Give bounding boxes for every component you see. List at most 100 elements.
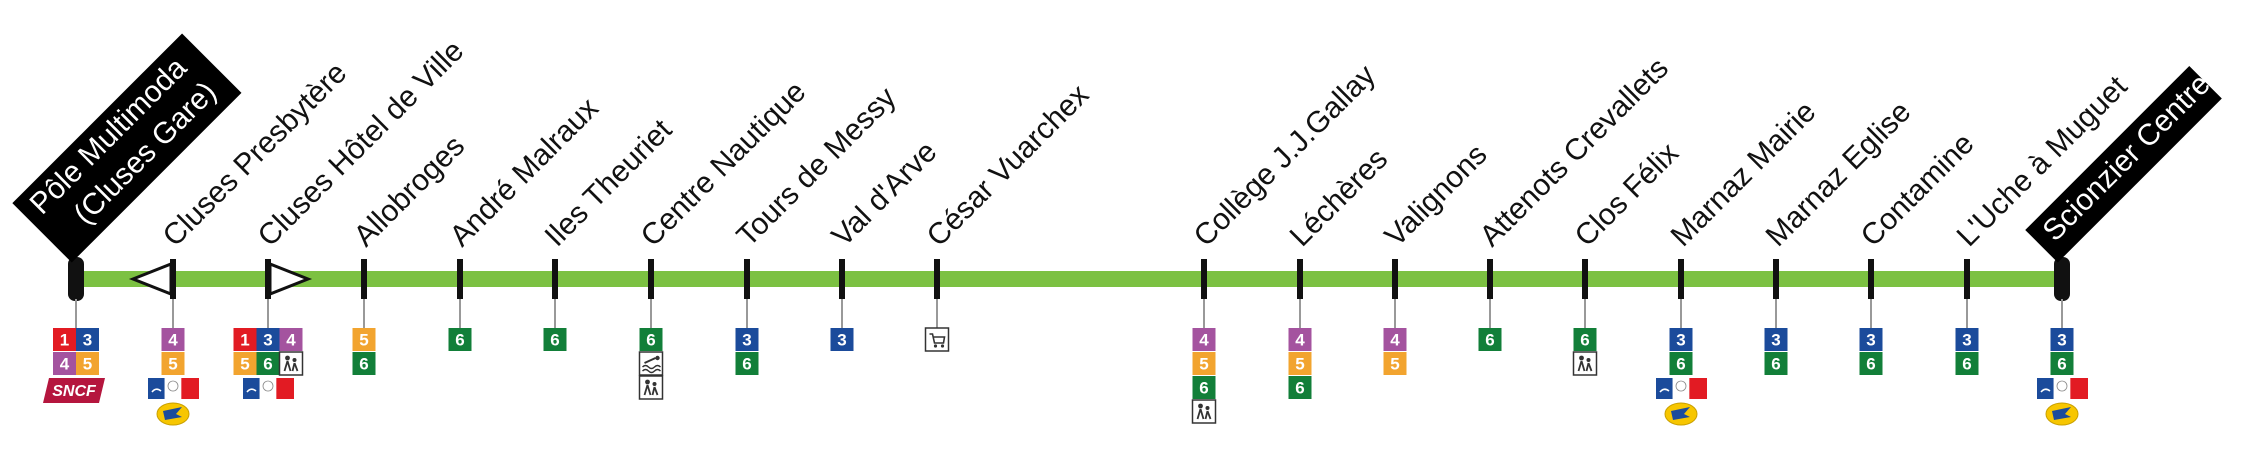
- line-number: 3: [742, 331, 751, 350]
- line-6-badge: [1764, 352, 1788, 375]
- line-number: 6: [1866, 355, 1875, 374]
- stop-tick: [361, 259, 367, 299]
- line-6-badge: [1288, 376, 1312, 399]
- line-number: 5: [168, 355, 177, 374]
- line-number: 4: [60, 355, 70, 374]
- line-6-badge: [448, 328, 472, 351]
- line-number: 6: [550, 331, 559, 350]
- stop-tick: [744, 259, 750, 299]
- stop-tick: [839, 259, 845, 299]
- line-number: 1: [60, 331, 69, 350]
- terminus-marker: [2054, 257, 2070, 301]
- line-number: 5: [1199, 355, 1208, 374]
- line-6-badge: [1859, 352, 1883, 375]
- line-number: 5: [359, 331, 368, 350]
- stop-connector: [1966, 299, 1968, 328]
- line-6-badge: [1478, 328, 1502, 351]
- line-5-badge: [233, 352, 257, 375]
- line-number: 6: [742, 355, 751, 374]
- line-number: 6: [646, 331, 655, 350]
- stop-connector: [459, 299, 461, 328]
- line-1-badge: [53, 328, 76, 351]
- line-4-badge: [53, 352, 76, 375]
- stop-tick: [1582, 259, 1588, 299]
- stop-10[interactable]: César Vuarchex: [921, 78, 1096, 352]
- line-3-badge: [830, 328, 854, 351]
- stop-connector: [1775, 299, 1777, 328]
- line-5-badge: [76, 352, 99, 375]
- line-6-badge: [1955, 352, 1979, 375]
- line-3-badge: [735, 328, 759, 351]
- stop-name: Valignons: [1379, 138, 1494, 253]
- line-3-badge: [1859, 328, 1883, 351]
- line-number: 3: [263, 331, 272, 350]
- line-4-badge: [279, 328, 303, 351]
- line-6-badge: [1192, 376, 1216, 399]
- line-number: 6: [1676, 355, 1685, 374]
- stop-connector: [1299, 299, 1301, 328]
- stop-connector: [1680, 299, 1682, 328]
- line-number: 4: [168, 331, 178, 350]
- stop-connector: [267, 299, 269, 328]
- line-3-badge: [1955, 328, 1979, 351]
- line-number: 3: [1676, 331, 1685, 350]
- line-number: 6: [1771, 355, 1780, 374]
- line-bar: [72, 271, 2060, 287]
- stop-connector: [172, 299, 174, 328]
- stop-connector: [1870, 299, 1872, 328]
- line-5-badge: [1288, 352, 1312, 375]
- stop-connector: [363, 299, 365, 328]
- line-number: 5: [240, 355, 249, 374]
- school-crossing-icon: [638, 375, 664, 400]
- line-6-badge: [2050, 352, 2074, 375]
- stop-connector: [841, 299, 843, 328]
- line-number: 3: [83, 331, 92, 350]
- stop-tick: [1487, 259, 1493, 299]
- line-3-badge: [1764, 328, 1788, 351]
- stop-tick: [552, 259, 558, 299]
- stop-name: Centre Nautique: [635, 75, 813, 253]
- sncf-label: SNCF: [52, 383, 97, 400]
- stop-name: Collège J.J.Gallay: [1188, 59, 1382, 253]
- stop-connector: [1584, 299, 1586, 328]
- stop-connector: [650, 299, 652, 328]
- stop-11[interactable]: Collège J.J.Gallay 4 5 6: [1188, 59, 1382, 424]
- stop-tick: [457, 259, 463, 299]
- stop-tick: [1964, 259, 1970, 299]
- line-4-badge: [1192, 328, 1216, 351]
- stop-tick: [1392, 259, 1398, 299]
- line-3-badge: [256, 328, 280, 351]
- line-number: 6: [1199, 379, 1208, 398]
- line-number: 6: [1485, 331, 1494, 350]
- stop-tick: [1868, 259, 1874, 299]
- school-crossing-icon: [1191, 399, 1217, 424]
- line-4-badge: [1383, 328, 1407, 351]
- stop-tick: [648, 259, 654, 299]
- stop-connector: [75, 299, 77, 328]
- terminus-label: Pôle Multimoda(Cluses Gare): [12, 33, 242, 263]
- line-1-badge: [233, 328, 257, 351]
- stop-tick: [1297, 259, 1303, 299]
- line-number: 3: [837, 331, 846, 350]
- line-number: 6: [2057, 355, 2066, 374]
- line-number: 4: [1199, 331, 1209, 350]
- stop-connector: [936, 299, 938, 328]
- line-number: 3: [1771, 331, 1780, 350]
- stop-connector: [746, 299, 748, 328]
- line-number: 4: [1390, 331, 1400, 350]
- line-5-badge: [1383, 352, 1407, 375]
- line-number: 5: [1295, 355, 1304, 374]
- line-4-badge: [161, 328, 185, 351]
- line-6-badge: [256, 352, 280, 375]
- stop-tick: [170, 259, 176, 299]
- swimming-pool-icon: [638, 351, 664, 376]
